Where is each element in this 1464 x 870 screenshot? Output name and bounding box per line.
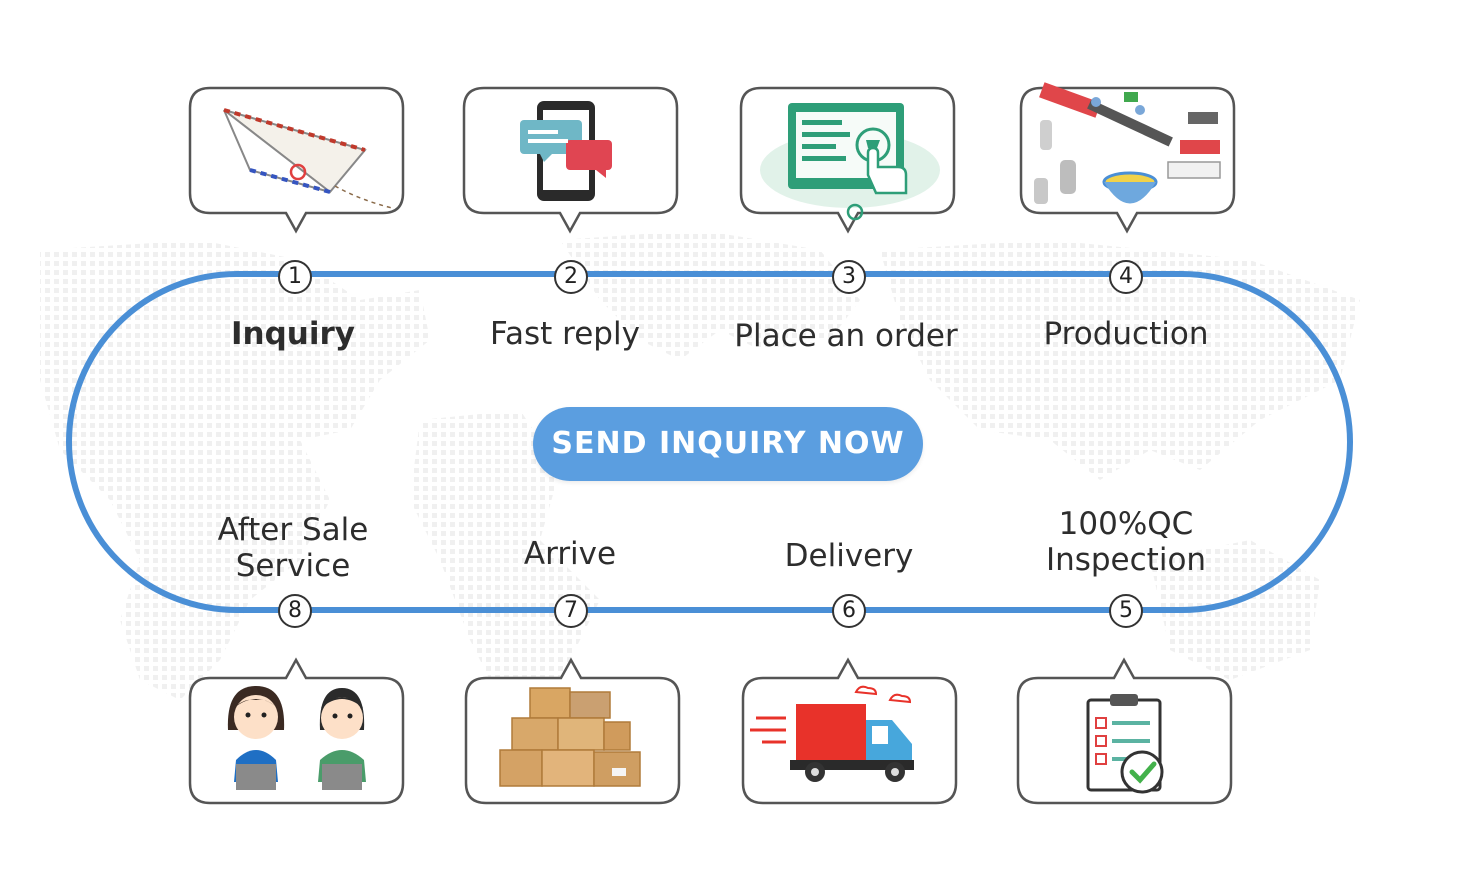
- step-label-qc-line2: Inspection: [1045, 542, 1207, 578]
- step-label-place-order: Place an order: [734, 318, 958, 354]
- step-label-after-sale-line1: After Sale: [217, 512, 369, 548]
- cardboard-boxes-icon: [499, 687, 641, 787]
- bubble-after-sale-service: [188, 657, 405, 805]
- bubble-fast-reply: [462, 86, 679, 234]
- step-number-8: 8: [278, 594, 312, 628]
- bubble-place-order: [739, 86, 956, 234]
- step-number-4: 4: [1109, 260, 1143, 294]
- factory-production-line-icon: [1034, 82, 1221, 204]
- customer-service-agents-icon: [227, 686, 366, 790]
- delivery-truck-icon: [750, 685, 914, 782]
- bubble-qc-inspection: [1016, 657, 1233, 805]
- step-number-7: 7: [554, 594, 588, 628]
- phone-chat-icon: [520, 101, 612, 201]
- step-number-2: 2: [554, 260, 588, 294]
- step-number-1: 1: [278, 260, 312, 294]
- bubble-production: [1019, 82, 1236, 234]
- step-label-production: Production: [1043, 316, 1209, 352]
- bubble-arrive: [464, 657, 681, 805]
- online-order-screen-icon: [760, 103, 940, 221]
- step-label-qc-line1: 100%QC: [1058, 506, 1194, 542]
- step-label-fast-reply: Fast reply: [490, 316, 640, 352]
- step-label-arrive: Arrive: [523, 536, 617, 572]
- step-label-inquiry: Inquiry: [231, 316, 355, 352]
- qc-checklist-icon: [1086, 694, 1164, 794]
- bubble-inquiry: [188, 86, 405, 234]
- step-label-delivery: Delivery: [784, 538, 914, 574]
- send-inquiry-button[interactable]: SEND INQUIRY NOW: [533, 407, 923, 481]
- world-map-background: [40, 230, 1360, 700]
- bubble-delivery: [741, 657, 958, 805]
- paper-plane-envelope-icon: [223, 108, 393, 209]
- step-number-6: 6: [832, 594, 866, 628]
- process-track: [66, 271, 1353, 613]
- step-label-after-sale-line2: Service: [235, 548, 351, 584]
- step-number-3: 3: [832, 260, 866, 294]
- step-number-5: 5: [1109, 594, 1143, 628]
